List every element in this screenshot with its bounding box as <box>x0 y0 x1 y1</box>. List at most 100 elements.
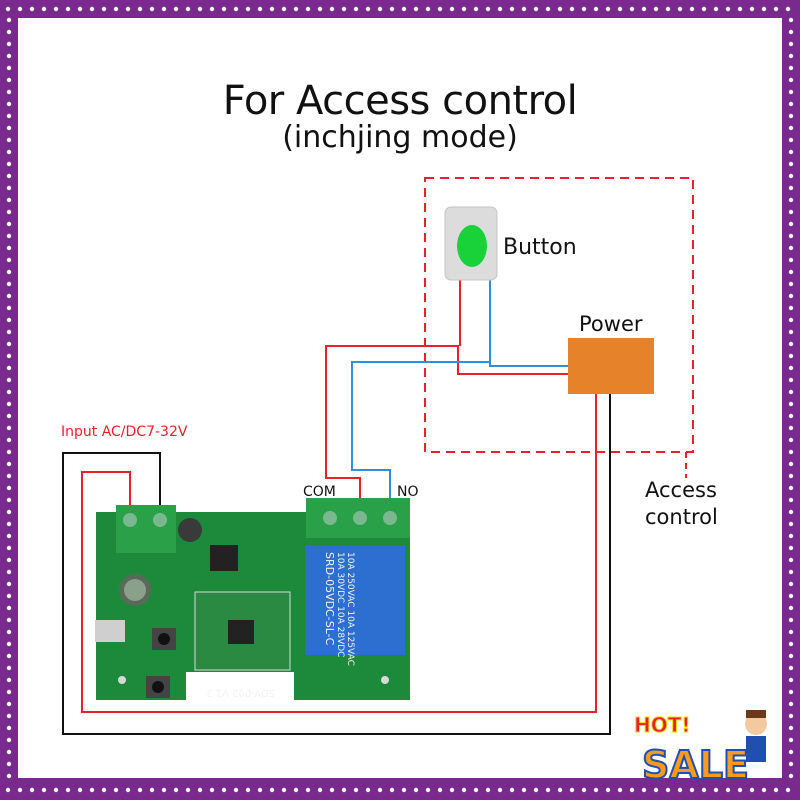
border-dot <box>629 6 635 12</box>
border-dot <box>785 6 791 12</box>
border-dot <box>221 6 227 12</box>
border-dot <box>788 197 794 203</box>
border-dot <box>6 293 12 299</box>
border-dot <box>788 401 794 407</box>
border-dot <box>425 6 431 12</box>
hot-text: HOT! <box>634 713 691 737</box>
border-dot <box>788 173 794 179</box>
border-dot <box>233 6 239 12</box>
border-dot <box>6 305 12 311</box>
border-dot <box>6 185 12 191</box>
border-dot <box>6 221 12 227</box>
border-dot <box>788 233 794 239</box>
border-dot <box>29 787 35 793</box>
wire-red-com <box>325 345 570 505</box>
border-dot <box>257 787 263 793</box>
border-dot <box>788 113 794 119</box>
border-dot <box>788 509 794 515</box>
sale-text: SALE <box>642 743 749 787</box>
border-dot <box>788 689 794 695</box>
border-dot <box>788 353 794 359</box>
border-dot <box>185 787 191 793</box>
border-dot <box>197 787 203 793</box>
border-dot <box>788 41 794 47</box>
border-dot <box>581 787 587 793</box>
border-dot <box>788 317 794 323</box>
border-dot <box>788 209 794 215</box>
border-dot <box>281 6 287 12</box>
border-dot <box>6 281 12 287</box>
border-dot <box>788 533 794 539</box>
border-dot <box>6 173 12 179</box>
border-dot <box>461 787 467 793</box>
border-dot <box>101 787 107 793</box>
border-dot <box>6 461 12 467</box>
border-dot <box>161 787 167 793</box>
border-dot <box>365 6 371 12</box>
border-dot <box>6 209 12 215</box>
border-dot <box>509 787 515 793</box>
border-dot <box>485 6 491 12</box>
border-dot <box>6 65 12 71</box>
border-dot <box>6 113 12 119</box>
border-dot <box>788 137 794 143</box>
border-dot <box>6 509 12 515</box>
border-dot <box>788 305 794 311</box>
border-dot <box>173 6 179 12</box>
border-dot <box>788 257 794 263</box>
border-dot <box>788 761 794 767</box>
border-dot <box>461 6 467 12</box>
border-dot <box>65 787 71 793</box>
border-dot <box>788 281 794 287</box>
power-label: Power <box>579 312 643 336</box>
border-dot <box>473 6 479 12</box>
border-dot <box>713 6 719 12</box>
border-dot <box>665 787 671 793</box>
border-dot <box>6 617 12 623</box>
border-dot <box>5 787 11 793</box>
access-control-box <box>424 177 694 453</box>
border-dot <box>437 787 443 793</box>
border-dot <box>293 6 299 12</box>
border-dot <box>689 787 695 793</box>
border-dot <box>788 773 794 779</box>
border-dot <box>545 787 551 793</box>
border-dot <box>6 677 12 683</box>
border-dot <box>5 6 11 12</box>
border-dot <box>6 125 12 131</box>
border-dot <box>788 593 794 599</box>
border-dot <box>29 6 35 12</box>
border-dot <box>449 787 455 793</box>
border-dot <box>701 787 707 793</box>
border-dot <box>641 787 647 793</box>
border-dot <box>6 401 12 407</box>
border-dot <box>317 6 323 12</box>
border-dot <box>6 449 12 455</box>
border-dot <box>17 6 23 12</box>
border-dot <box>6 149 12 155</box>
no-label: NO <box>397 484 419 500</box>
border-dot <box>581 6 587 12</box>
border-dot <box>6 77 12 83</box>
border-dot <box>389 6 395 12</box>
border-dot <box>788 161 794 167</box>
border-dot <box>617 787 623 793</box>
border-dot <box>41 6 47 12</box>
border-dot <box>788 749 794 755</box>
border-dot <box>6 473 12 479</box>
border-dot <box>788 665 794 671</box>
border-dot <box>593 6 599 12</box>
border-dot <box>509 6 515 12</box>
border-dot <box>737 787 743 793</box>
border-dot <box>629 787 635 793</box>
border-dot <box>389 787 395 793</box>
border-dot <box>788 53 794 59</box>
border-dot <box>545 6 551 12</box>
border-dot <box>6 413 12 419</box>
border-dot <box>788 365 794 371</box>
border-dot <box>665 6 671 12</box>
border-dot <box>185 6 191 12</box>
border-dot <box>788 425 794 431</box>
relay-text-1: 10A 250VAC 10A 125VAC <box>345 552 355 666</box>
border-dot <box>6 533 12 539</box>
